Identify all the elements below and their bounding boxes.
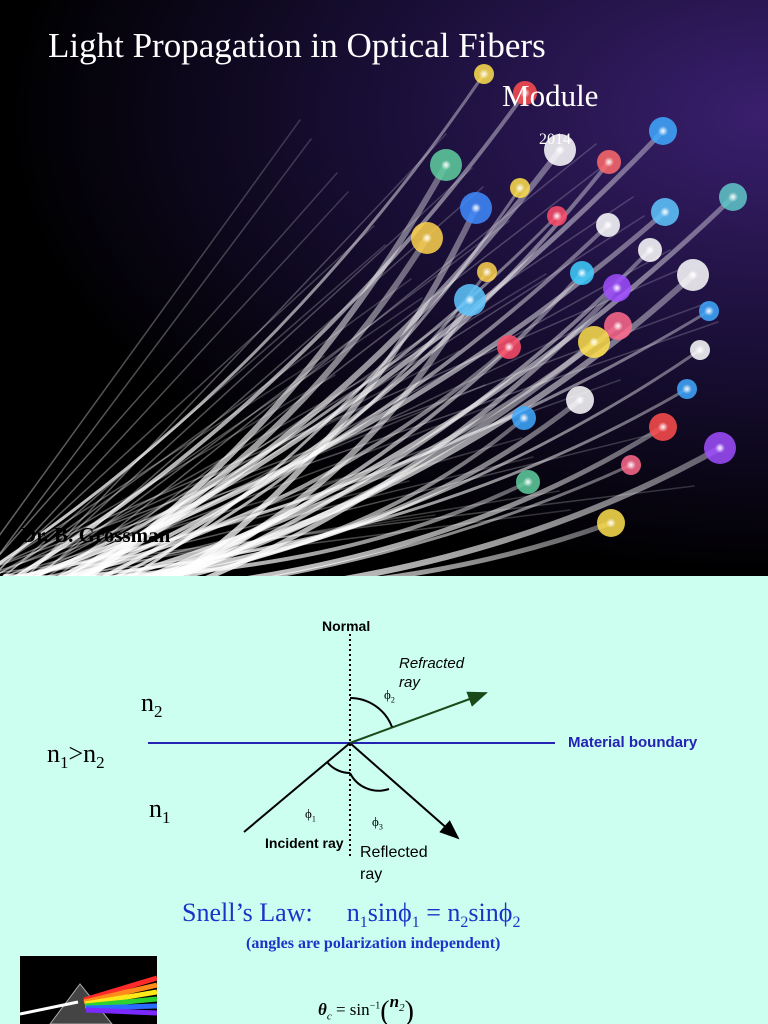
optical-fiber-bundle-image xyxy=(0,64,747,576)
slide-subtitle: Module xyxy=(502,78,599,113)
phi1-label: ϕ1 xyxy=(305,806,316,824)
slide-year: 2014 xyxy=(539,131,571,148)
slide-title: Light Propagation in Optical Fibers xyxy=(48,26,546,65)
phi2-angle-arc xyxy=(349,697,393,728)
phi2-label: ϕ2 xyxy=(384,687,395,705)
index-relation-label: n1>n2 xyxy=(47,739,105,773)
reflected-ray-label: Reflected ray xyxy=(360,844,428,883)
title-slide: Light Propagation in Optical Fibers Modu… xyxy=(0,0,768,576)
n1-index-label: n1 xyxy=(149,794,171,828)
snell-law-formula: n1sinϕ1 = n2sinϕ2 xyxy=(346,898,521,932)
normal-label: Normal xyxy=(322,618,371,634)
reflected-ray xyxy=(349,742,460,840)
critical-angle-formula: θc = sin−1(n2) xyxy=(318,992,414,1024)
incident-ray xyxy=(243,742,351,833)
snell-law-title: Snell’s Law: xyxy=(182,898,313,927)
phi1-angle-arc xyxy=(326,761,351,774)
material-boundary-label: Material boundary xyxy=(568,734,698,751)
n2-index-label: n2 xyxy=(141,688,163,722)
slide-author: Dr. B. Grossman xyxy=(21,523,171,547)
polarization-note: (angles are polarization independent) xyxy=(246,935,501,952)
prism-dispersion-image xyxy=(20,956,157,1024)
phi3-label: ϕ3 xyxy=(372,814,383,832)
refracted-ray xyxy=(349,691,488,744)
snell-law-equation: Snell’s Law: n1sinϕ1 = n2sinϕ2 xyxy=(182,898,520,932)
refracted-ray-label: Refracted ray xyxy=(399,655,465,691)
phi3-angle-arc xyxy=(349,772,390,792)
incident-ray-label: Incident ray xyxy=(265,835,344,851)
refraction-diagram xyxy=(148,634,555,858)
snell-law-slide: Normal Refracted ray Material boundary I… xyxy=(0,576,768,1024)
